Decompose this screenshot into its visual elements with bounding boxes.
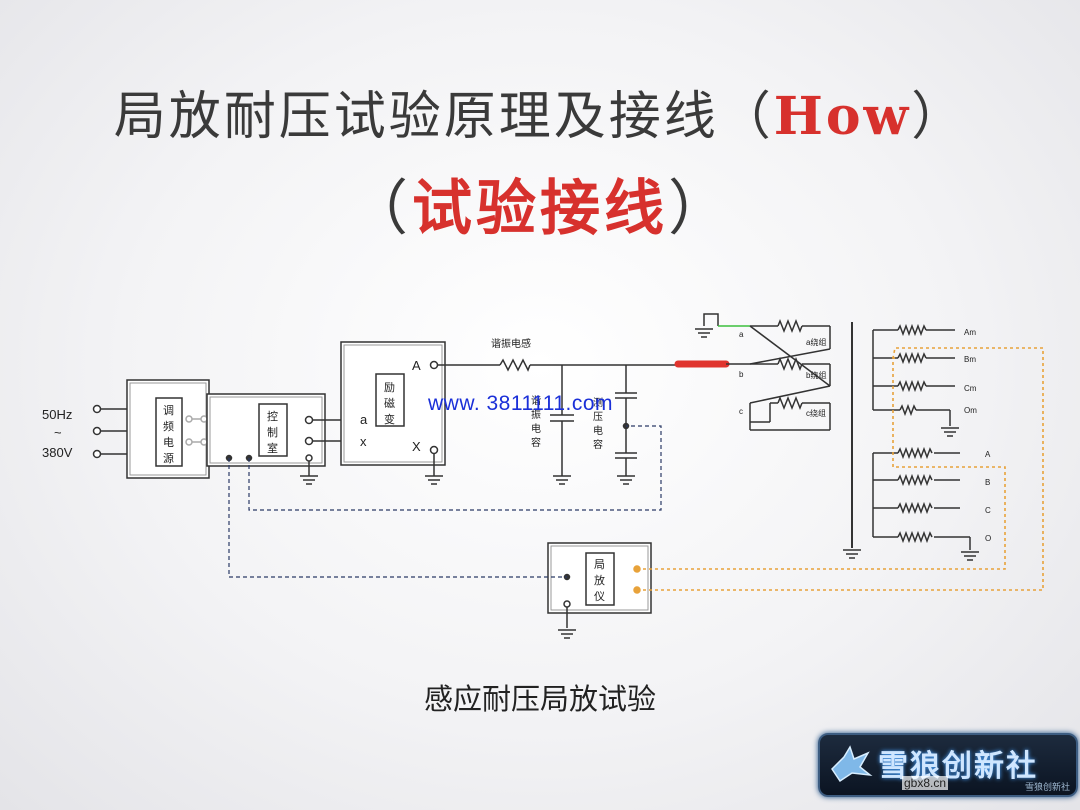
resonant-cap-char-1: 谐 [531,395,541,407]
vfps-char-1: 调 [163,404,174,417]
resonant-cap-char-3: 电 [531,422,541,435]
control-char-2: 制 [267,426,278,439]
page-title: 局放耐压试验原理及接线（How） [0,74,1080,149]
vfps-char-4: 源 [163,451,174,465]
exciter-char-2: 磁 [384,397,395,410]
wolf-icon [831,745,873,783]
title-close-paren: ） [911,87,967,147]
secondary-C-label: C [985,506,991,515]
subtitle-close-paren: ） [668,174,732,244]
winding-c-label: c绕组 [806,408,826,418]
resonant-cap-char-4: 容 [531,436,541,449]
secondary-Bm-label: Bm [964,355,976,364]
subtitle-open-paren: （ [348,174,412,244]
secondary-Cm-label: Cm [964,384,977,393]
logo-subtext: 雪狼创新社 [1024,782,1070,792]
vfps-char-2: 频 [163,419,174,433]
winding-b-label: b绕组 [806,370,826,380]
secondary-Om-label: Om [964,406,977,415]
terminal-a-label: a [360,412,368,427]
measure-cap-char-4: 容 [593,438,603,451]
control-char-1: 控 [267,409,278,423]
supply-tilde-label: ~ [54,425,62,440]
pd-char-3: 仪 [594,590,605,603]
title-highlight: How [773,86,912,147]
resonant-inductor-label: 谐振电感 [491,337,531,350]
site-label: gbx8.cn [902,776,949,790]
diagram-caption: 感应耐压局放试验 [423,682,656,716]
page-subtitle: （试验接线） [0,160,1080,247]
exciter-char-3: 变 [384,412,395,426]
secondary-B-label: B [985,478,990,487]
measure-cap-char-1: 测 [593,396,603,409]
terminal-A-label: A [412,358,421,373]
pd-char-2: 放 [594,573,605,587]
terminal-X-label: X [412,439,421,454]
secondary-A-label: A [985,450,991,459]
control-char-3: 室 [267,441,278,455]
primary-b-label: b [739,370,744,379]
supply-volt-label: 380V [42,445,73,460]
secondary-O-label: O [985,534,991,543]
measure-cap-char-2: 压 [593,411,603,423]
subtitle-highlight: 试验接线 [412,174,668,244]
winding-a-label: a绕组 [806,337,826,347]
vfps-char-3: 电 [163,436,174,449]
terminal-x-label: x [360,434,367,449]
resonant-cap-char-2: 振 [531,408,541,421]
primary-c-label: c [739,407,743,416]
brand-logo: 雪狼创新社 雪狼创新社 [818,733,1078,797]
primary-a-label: a [739,330,744,339]
measure-cap-char-3: 电 [593,424,603,437]
secondary-Am-label: Am [964,328,976,337]
supply-freq-label: 50Hz [42,407,72,422]
pd-char-1: 局 [594,558,605,571]
watermark-url: www. 3811111.com [428,392,614,415]
exciter-char-1: 励 [384,381,395,394]
title-main: 局放耐压试验原理及接线（ [113,87,774,147]
